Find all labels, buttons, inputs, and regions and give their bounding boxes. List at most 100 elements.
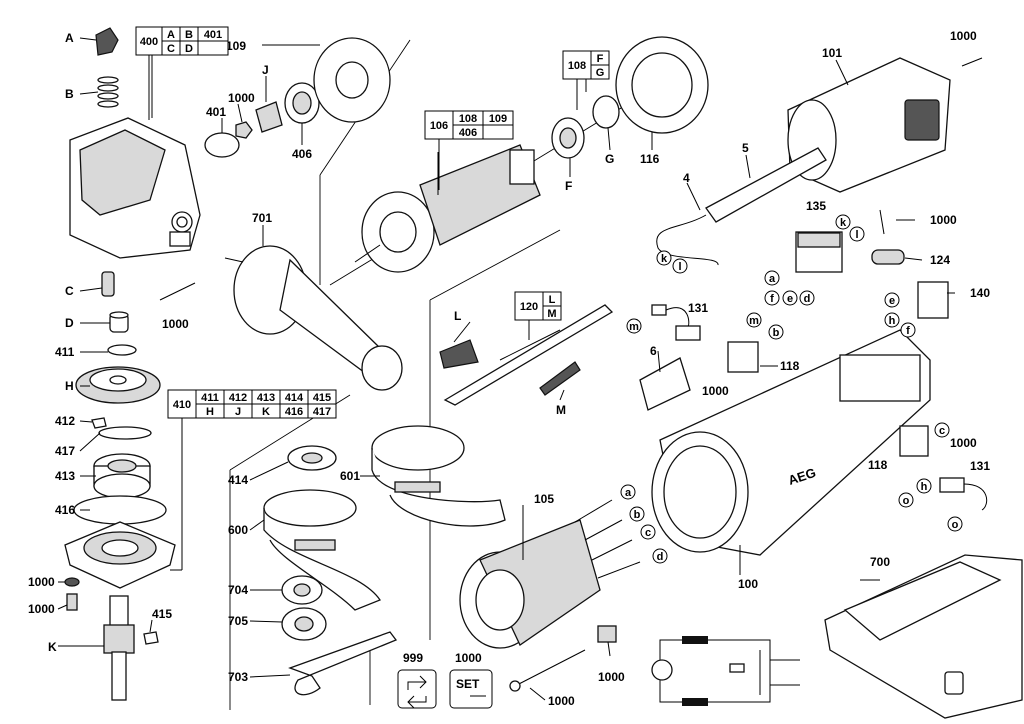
svg-text:d: d [804,293,811,305]
part-106-armature [354,144,541,273]
part-4-cable [656,214,719,266]
circled-b-holder: b [768,324,784,340]
label-M: M [556,403,566,417]
part-704-inner-flange [281,575,323,605]
svg-text:412: 412 [229,392,247,404]
svg-text:e: e [787,293,793,305]
circled-a-switch: a [764,270,780,286]
label-413: 413 [55,469,75,483]
circled-o-cable: o [947,516,963,532]
label-703: 703 [228,670,248,684]
label-B: B [65,87,74,101]
table-106: 106 108 109 406 [424,110,514,140]
label-140: 140 [970,286,990,300]
circled-d-stator: d [652,548,668,564]
bearing-flange [64,521,176,589]
label-415: 415 [152,607,172,621]
part-705-clamp-nut [281,607,327,641]
svg-text:f: f [906,325,910,337]
svg-text:108: 108 [459,113,477,125]
label-124: 124 [930,253,950,267]
part-411-circlip [107,344,137,356]
part-J-pinion [255,101,283,133]
svg-text:J: J [235,406,241,418]
part-1000-nut [235,121,253,139]
label-D: D [65,316,74,330]
circled-l-cable: l [672,258,688,274]
part-G-ring [592,95,620,129]
svg-text:416: 416 [285,406,303,418]
label-417: 417 [55,444,75,458]
circled-e-switch: e [782,290,798,306]
part-124-clamp [871,249,905,265]
svg-text:K: K [262,406,270,418]
label-406: 406 [292,147,312,161]
circled-k-cable: k [656,250,672,266]
gear-housing [69,117,201,259]
svg-text:h: h [889,315,896,327]
part-K-spindle [103,595,135,701]
svg-text:106: 106 [430,120,448,132]
svg-text:a: a [769,273,776,285]
circled-h-140: h [884,312,900,328]
label-131-left: 131 [688,301,708,315]
label-704: 704 [228,583,248,597]
circled-l-switch: l [849,226,865,242]
circled-c-stator: c [640,524,656,540]
label-116: 116 [640,152,660,166]
label-6: 6 [650,344,657,358]
part-105-stator [459,499,641,649]
icon-999-repair [397,669,437,709]
part-C-pin [101,271,115,297]
label-A: A [65,31,74,45]
label-700: 700 [870,555,890,569]
label-131-right: 131 [970,459,990,473]
part-A-switch-knob [95,27,119,56]
svg-text:410: 410 [173,399,191,411]
svg-text:F: F [597,53,604,65]
svg-text:406: 406 [459,127,477,139]
label-L: L [454,309,461,323]
circled-e-140: e [884,292,900,308]
svg-text:415: 415 [313,392,331,404]
svg-text:m: m [749,315,759,327]
circuit-diagram [651,636,800,706]
circled-b-stator: b [629,506,645,522]
long-screw-1000 [509,649,586,692]
circled-m-holder: m [746,312,762,328]
part-M-spring [539,361,581,396]
label-118-right: 118 [868,458,888,472]
label-401: 401 [206,105,226,119]
table-410: 410 411 412 413 414 415 H J K 416 417 [167,389,337,571]
label-1000-handle: 1000 [162,317,189,331]
label-601: 601 [340,469,360,483]
label-G: G [605,152,614,166]
part-H-bevel-gear [75,366,161,404]
svg-text:b: b [773,327,780,339]
washer-screw [64,577,80,611]
label-414: 414 [228,473,248,487]
label-1000-top: 1000 [950,29,977,43]
circled-m-brush: m [626,318,642,334]
svg-text:G: G [596,67,605,79]
svg-text:411: 411 [201,392,219,404]
label-105: 105 [534,492,554,506]
label-1000-long-screw: 1000 [548,694,575,708]
circled-a-stator: a [620,484,636,500]
svg-text:k: k [840,217,847,229]
part-412-key [91,417,107,429]
label-100: 100 [738,577,758,591]
label-999: 999 [403,651,423,665]
circled-f-140: f [900,322,916,338]
part-116-baffle [615,36,709,134]
label-1000-washer: 1000 [28,575,55,589]
label-1000-set: 1000 [455,651,482,665]
set-text: SET [456,677,480,691]
circled-h-right: h [916,478,932,494]
label-1000-118: 1000 [702,384,729,398]
part-701-side-handle [224,245,403,391]
svg-text:108: 108 [568,60,586,72]
label-1000-screw: 1000 [28,602,55,616]
svg-text:M: M [547,308,556,320]
